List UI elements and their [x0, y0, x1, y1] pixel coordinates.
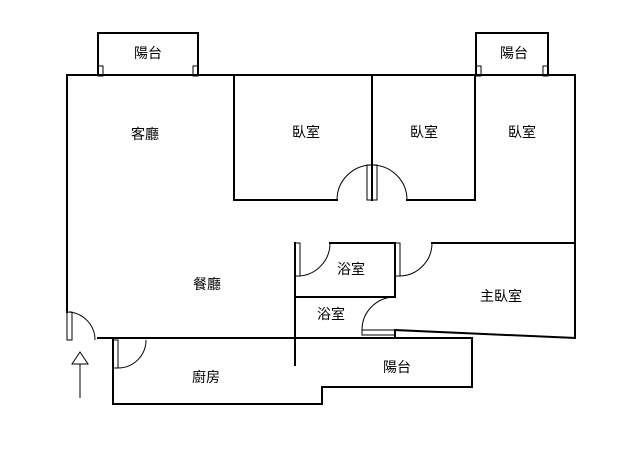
bathroom-doors — [294, 242, 433, 336]
living-room-label: 客廳 — [131, 126, 159, 143]
dining-room-label: 餐廳 — [193, 276, 221, 293]
master-bedroom-label: 主臥室 — [480, 288, 522, 305]
kitchen-label: 廚房 — [192, 369, 220, 386]
bedroom-2-label: 臥室 — [410, 124, 438, 141]
outer-walls — [66, 74, 576, 405]
balcony-left-label: 陽台 — [134, 46, 162, 62]
bathroom-1-label: 浴室 — [337, 261, 365, 278]
bathroom-2-label: 浴室 — [317, 306, 345, 323]
bedroom-doors — [336, 164, 408, 201]
bedroom-1-label: 臥室 — [292, 124, 320, 141]
balcony-bottom-label: 陽台 — [383, 360, 411, 376]
entrance-door — [66, 311, 96, 341]
bedroom-walls — [233, 74, 476, 201]
bedroom-3-label: 臥室 — [508, 124, 536, 141]
up-arrow-icon — [71, 351, 89, 398]
balcony-right-label: 陽台 — [500, 46, 528, 62]
kitchen-door — [112, 339, 147, 369]
